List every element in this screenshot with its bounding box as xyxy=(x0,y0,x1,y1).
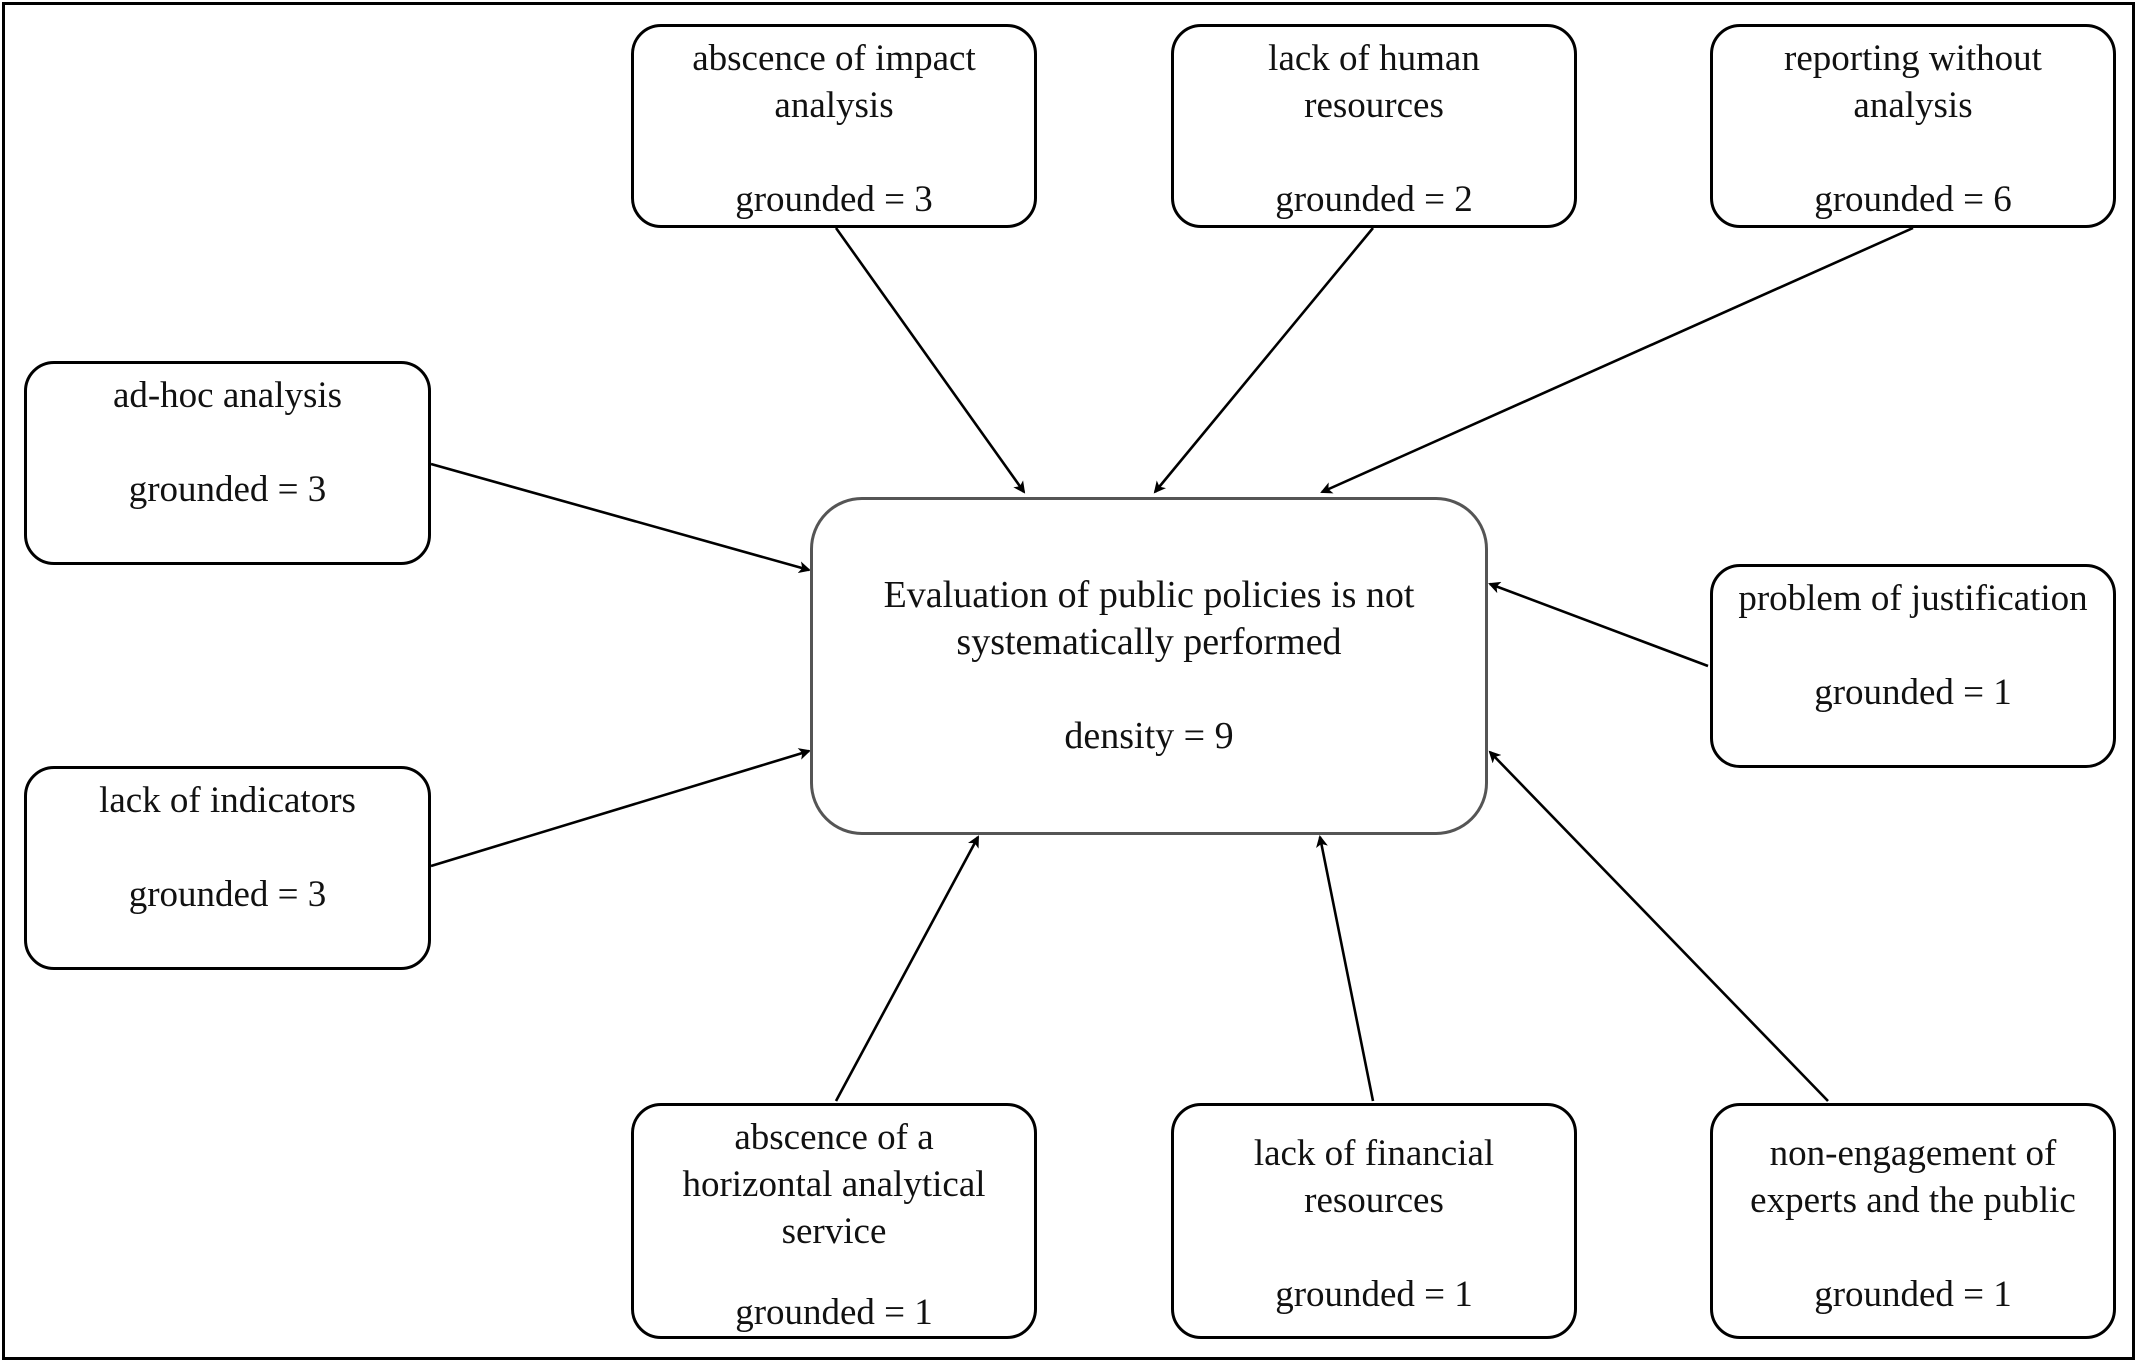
edge-financial xyxy=(1316,835,1375,1102)
edge-impact xyxy=(834,227,1026,494)
node-metric: grounded = 2 xyxy=(1275,179,1473,220)
center-node: Evaluation of public policies is not sys… xyxy=(810,497,1488,835)
node-metric: grounded = 1 xyxy=(735,1292,933,1333)
node-metric: grounded = 1 xyxy=(1814,1274,2012,1315)
edge-reporting xyxy=(1320,226,1914,494)
center-label-line2: systematically performed xyxy=(956,621,1342,663)
edge-engagement xyxy=(1488,750,1829,1102)
node-ad-hoc-analysis: ad-hoc analysis grounded = 3 xyxy=(24,361,431,565)
node-metric: grounded = 3 xyxy=(128,874,327,915)
edge-adhoc xyxy=(430,462,811,574)
edge-justification xyxy=(1488,581,1709,668)
node-financial-resources: lack of financial resources grounded = 1 xyxy=(1171,1103,1577,1339)
edge-indicators xyxy=(430,748,811,868)
node-impact-analysis: abscence of impact analysis grounded = 3 xyxy=(631,24,1037,228)
edge-human xyxy=(1153,227,1375,494)
center-metric: density = 9 xyxy=(1064,715,1234,757)
center-label-line1: Evaluation of public policies is not xyxy=(883,574,1415,616)
node-horizontal-analytical-service: abscence of a horizontal analytical serv… xyxy=(631,1103,1037,1339)
node-metric: grounded = 1 xyxy=(1275,1274,1473,1315)
edge-horizontal xyxy=(834,835,980,1102)
node-reporting-without-analysis: reporting without analysis grounded = 6 xyxy=(1710,24,2116,228)
node-metric: grounded = 3 xyxy=(735,179,933,220)
node-metric: grounded = 6 xyxy=(1814,179,2012,220)
node-metric: grounded = 1 xyxy=(1814,672,2012,713)
node-human-resources: lack of human resources grounded = 2 xyxy=(1171,24,1577,228)
node-metric: grounded = 3 xyxy=(128,469,327,510)
node-problem-of-justification: problem of justification grounded = 1 xyxy=(1710,564,2116,768)
node-non-engagement-experts-public: non-engagement of experts and the public… xyxy=(1710,1103,2116,1339)
node-lack-of-indicators: lack of indicators grounded = 3 xyxy=(24,766,431,970)
